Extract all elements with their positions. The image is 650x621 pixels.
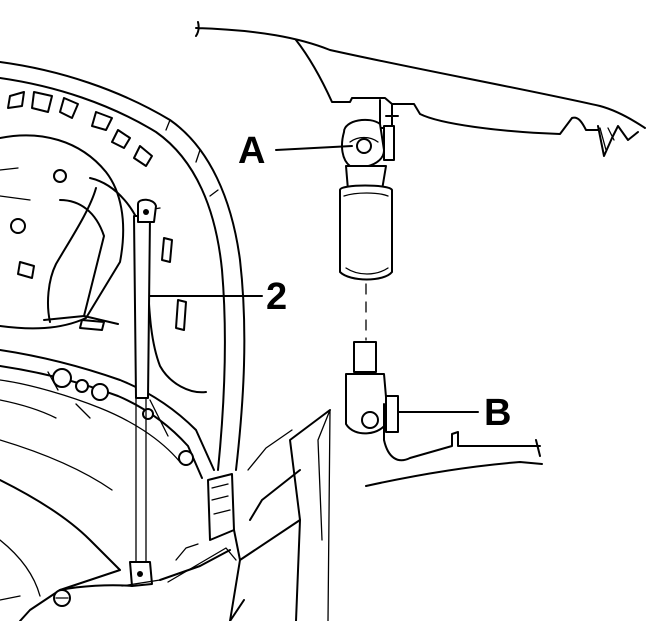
hood-inner-frame [0, 61, 246, 491]
hood-edge-section [195, 21, 646, 157]
leader-line-a [275, 145, 353, 151]
gas-strut [121, 198, 161, 587]
gas-strut-cylinder [339, 184, 393, 281]
lower-strut-mount [345, 341, 543, 487]
callout-a: A [238, 130, 266, 172]
upper-strut-mount [341, 118, 395, 191]
callout-b: B [484, 392, 512, 434]
body-panels [0, 409, 331, 621]
callout-2: 2 [266, 276, 288, 318]
